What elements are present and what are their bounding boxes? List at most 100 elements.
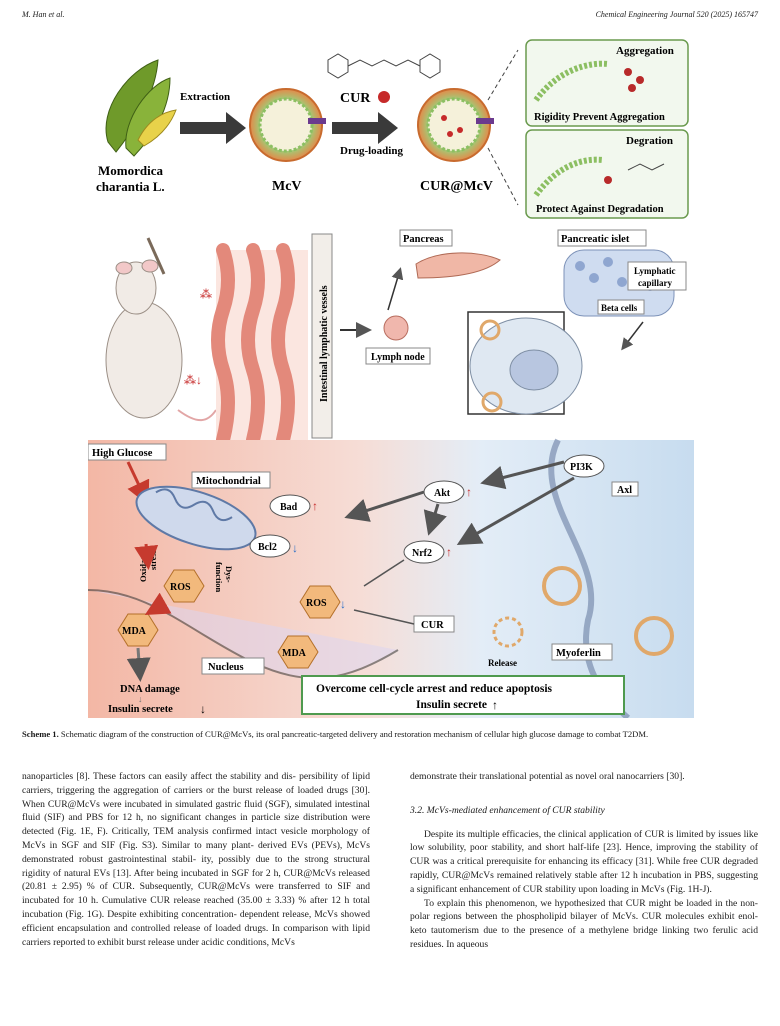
aggregation-caption: Rigidity Prevent Aggregation [534, 112, 665, 123]
outcome-line-2: Insulin secrete [416, 699, 487, 711]
dys-label: Dys- [224, 566, 234, 583]
degradation-box: Degration Protect Against Degradation [525, 129, 689, 219]
inhibit-cur-ros [353, 609, 415, 625]
right-line: suggesting a significant enhancement of … [410, 869, 758, 895]
left-line: (Fig. 1E, F). Critically, TEM analysis c… [57, 826, 308, 838]
left-line: dependent release, McVs showed efficient… [22, 908, 371, 934]
bad-up-icon: ↑ [312, 499, 318, 513]
arrow-akt-bad [344, 490, 425, 522]
mda-mid: MDA [277, 635, 319, 669]
nrf2-label: Nrf2 [412, 548, 432, 559]
high-glucose-label: High Glucose [92, 448, 153, 459]
left-line: after 12 h total incubation (Fig. 1G). D… [22, 895, 370, 920]
right-line: McVs (Fig. 1H-J). [641, 883, 712, 895]
left-line: reported to exhibit burst release under … [53, 936, 295, 948]
cur-label: CUR [340, 91, 371, 106]
header-journal: Chemical Engineering Journal 520 (2025) … [595, 10, 758, 19]
right-line: CUR@McVs remained relatively stable afte… [441, 869, 715, 881]
right-line: for enhancing its efficacy [31]. While f… [410, 856, 758, 881]
cur-mcv-vesicle [417, 88, 494, 162]
down-arrow-icon: ⁂↓ [184, 373, 202, 387]
right-line: of a methylene bridge linking two feruli… [410, 925, 759, 950]
step-extraction: Extraction [180, 91, 230, 103]
pancreas-image [415, 252, 501, 279]
arrow-akt-nrf2 [423, 503, 447, 536]
caption-label: Scheme 1. [22, 729, 59, 739]
left-line: nanoparticles [8]. These factors can eas… [22, 771, 296, 782]
degradation-title: Degration [626, 135, 673, 147]
myoferlin-label: Myoferlin [556, 648, 601, 659]
mitochondrial-label: Mitochondrial [196, 476, 261, 487]
dna-down-arrow-icon: ↓ [138, 694, 143, 704]
source-label-1: Momordica [98, 163, 163, 178]
lymphatic-capillary-label-1: Lymphatic [634, 266, 676, 276]
right-line: limited by issues like low solubility, p… [410, 828, 758, 854]
lymph-node-label: Lymph node [371, 352, 425, 363]
dna-damage-label: DNA damage [120, 684, 180, 695]
right-line: McVs. CUR molecules exhibit enol-keto ta… [410, 911, 759, 937]
akt-up-icon: ↑ [466, 485, 472, 499]
insulin-left-label: Insulin secrete [108, 704, 173, 715]
intestine-image [211, 243, 308, 447]
arrow-islet-to-cell [621, 321, 644, 351]
left-line: After being incubated in SGF for 2 h, CU… [22, 867, 370, 893]
left-line: 2.95) % of CUR. Subsequently, CUR@McVs w… [61, 881, 370, 893]
degradation-caption: Protect Against Degradation [536, 204, 664, 215]
mcv-label: McV [272, 179, 302, 194]
function-label: function [214, 562, 224, 593]
akt-label: Akt [434, 488, 451, 499]
nucleus-label: Nucleus [208, 662, 244, 673]
stress-label: stress [148, 549, 158, 570]
scheme-figure: Momordica charantia L. Extraction McV CU… [88, 39, 694, 718]
nrf2-up-icon: ↑ [446, 545, 452, 559]
cur-dot [378, 91, 390, 103]
arrow-loading [332, 112, 398, 144]
step-drug-loading: Drug-loading [340, 145, 403, 157]
middle-panel: ⁂ ⁂↓ Intestinal lymphatic vessels Lymph … [88, 222, 694, 447]
axl-label: Axl [617, 485, 632, 496]
insulin-up-icon: ↑ [492, 698, 498, 712]
header-authors: M. Han et al. [22, 10, 65, 19]
source-label-2: charantia L. [96, 179, 165, 194]
ros-left: ROS [163, 569, 205, 603]
cur-release-label: CUR [421, 620, 444, 631]
right-line: To explain this phenomenon, we hypothesi… [424, 897, 684, 909]
release-vesicle [492, 616, 524, 648]
inhibit-nrf2-ros [363, 559, 405, 587]
right-column: demonstrate their translational potentia… [410, 770, 758, 952]
left-line: persibility of lipid carriers, triggerin… [22, 771, 370, 796]
left-line: incubated for 10 h. Cumulative CUR relea… [22, 895, 307, 907]
mda-left-label: MDA [122, 626, 147, 637]
arrow-mda-dna [126, 647, 151, 682]
right-line: Despite its multiple efficacies, the cli… [424, 828, 674, 840]
bcl2-label: Bcl2 [258, 542, 277, 553]
pi3k-label: PI3K [570, 462, 593, 473]
mda-mid-label: MDA [282, 648, 307, 659]
arrow-pi3k-akt [480, 460, 565, 490]
bad-label: Bad [280, 502, 298, 513]
left-line: simulated gastric fluid (SGF), simulated… [22, 798, 370, 824]
arrow-mito-ros [134, 543, 159, 570]
bcl2-down-icon: ↓ [292, 541, 298, 555]
left-line: morphology of McVs in SGF and SIF (Fig. … [22, 826, 370, 851]
ros-mid: ROS ↓ [299, 585, 346, 619]
lymphatic-vessel-bar [311, 233, 333, 439]
cur-molecule [327, 53, 441, 79]
ros-mid-label: ROS [306, 598, 327, 609]
ros-down-icon: ↓ [340, 597, 346, 611]
arrow-to-pancreas [387, 267, 404, 311]
section-heading: 3.2. McVs-mediated enhancement of CUR st… [410, 804, 605, 816]
insulin-down-icon: ↓ [200, 702, 206, 716]
cur-mcv-label: CUR@McV [420, 179, 493, 194]
right-line: demonstrate their translational potentia… [410, 771, 664, 782]
outcome-box [301, 675, 625, 715]
cur-particles-icon: ⁂ [200, 287, 212, 301]
top-panel: Momordica charantia L. Extraction McV CU… [96, 39, 689, 219]
zoom-lines [487, 49, 519, 206]
mitochondrion-image [135, 485, 257, 551]
scheme-caption: Scheme 1. Schematic diagram of the const… [22, 728, 758, 740]
arrow-pi3k-nrf2 [456, 476, 575, 545]
right-line: loaded in the non-polar regions between … [410, 897, 758, 923]
running-header: M. Han et al. Chemical Engineering Journ… [22, 10, 758, 24]
lymphatic-capillary-label-2: capillary [638, 278, 672, 288]
